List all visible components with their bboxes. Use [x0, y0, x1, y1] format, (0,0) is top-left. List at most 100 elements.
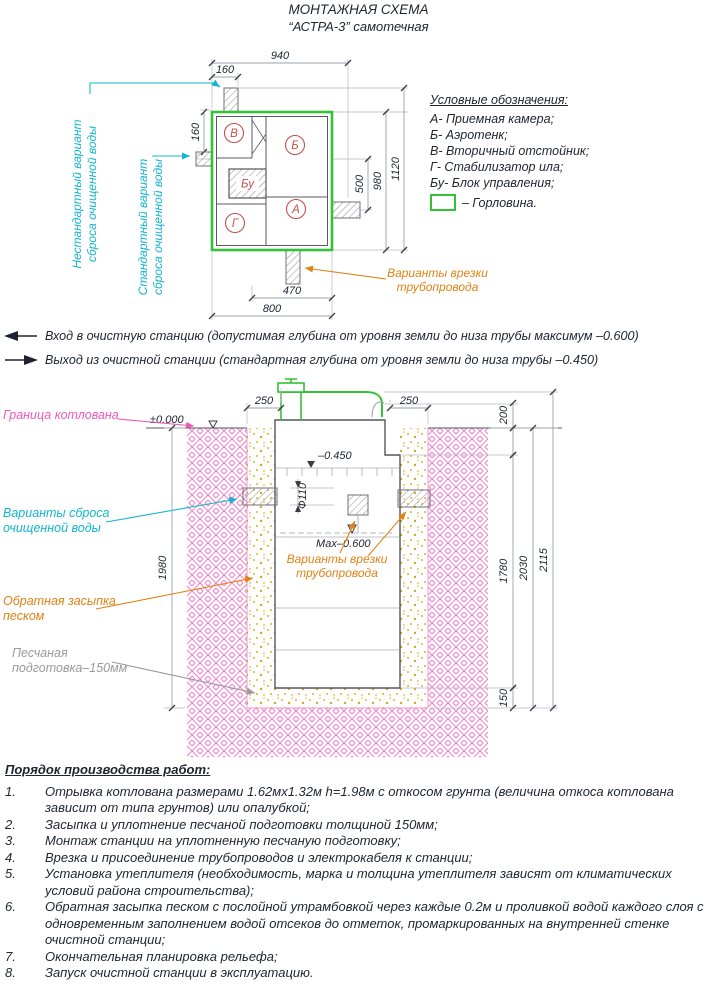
procedure-item: 4. Врезка и присоединение трубопроводов … [5, 850, 712, 867]
inlet-arrow-icon [4, 331, 37, 341]
label-plan-tap-line2: трубопровода [396, 280, 479, 294]
tap-pipe-cross-section [347, 494, 369, 516]
page-title: МОНТАЖНАЯ СХЕМА [288, 2, 429, 17]
legend-item: Бу- Блок управления; [430, 176, 555, 190]
legend-gorlovina-label: – Горловина. [462, 195, 537, 210]
legend: Условные обозначения: А- Приемная камера… [430, 92, 589, 211]
gorlovina-symbol [430, 194, 456, 211]
procedure-item-number: 8. [5, 965, 16, 980]
section-extension-lines [164, 388, 558, 709]
tank-body [274, 419, 401, 689]
inlet-pipe-section [397, 489, 431, 508]
procedure-item-number: 7. [5, 948, 16, 964]
dim-1980: 1980 [157, 555, 169, 580]
procedure-item-number: 1. [5, 783, 16, 799]
procedure-item-text: Монтаж станции на уплотненную песчаную п… [45, 833, 401, 848]
procedure-item-text: Отрывка котлована размерами 1.62мх1.32м … [45, 783, 674, 816]
dim-1780: 1780 [498, 558, 510, 583]
dim-470: 470 [283, 285, 302, 297]
legend-title: Условные обозначения: [430, 93, 568, 107]
zero-level-mark [208, 420, 218, 430]
page-subtitle: “АСТРА-3” самотечная [288, 19, 429, 34]
plan-bottom-pipe-stub [285, 249, 301, 285]
procedure-item-number: 4. [5, 849, 16, 865]
procedure-item-text: Обратная засыпка песком с послойной утра… [45, 899, 704, 947]
plan-compartment-marks: В Б Бу Г А [223, 122, 307, 234]
dim-940: 940 [271, 50, 290, 62]
leader-nonstandard-discharge [89, 79, 221, 94]
label-sandprep-line2: подготовка–150мм [12, 661, 128, 675]
outlet-note-row: Выход из очистной станции (стандартная г… [4, 353, 716, 367]
procedure-item: 6. Обратная засыпка песком с послойной у… [5, 899, 712, 949]
label-standard-line1: Стандартный вариант [136, 158, 150, 296]
compartment-circle-B [284, 134, 306, 156]
label-plan-tap-line1: Варианты врезки [387, 266, 488, 280]
label-discharge-options: Варианты сброса очищенной воды [3, 506, 110, 536]
leader-sandprep [111, 661, 256, 695]
label-nonstandard-line2: сброса очищенной воды [85, 125, 99, 263]
procedure-item-text: Врезка и присоединение трубопроводов и э… [45, 849, 473, 865]
inlet-note-text: Вход в очистную станцию (допустимая глуб… [45, 329, 639, 343]
dim-160-left: 160 [190, 122, 202, 141]
label-backfill-line1: Обратная засыпка [3, 594, 116, 608]
f110-dimension: Ф110 [290, 479, 334, 514]
label-backfill: Обратная засыпка песком [3, 594, 116, 624]
outlet-pipe-section [242, 487, 278, 506]
label-pit-boundary: Граница котлована [3, 408, 119, 422]
dim-250-right: 250 [399, 395, 419, 407]
label-discharge-line1: Варианты сброса [3, 506, 110, 520]
label-nonstandard-discharge: Нестандартный вариант сброса очищенной в… [70, 94, 100, 294]
label-discharge-line2: очищенной воды [3, 521, 101, 535]
tank-lid-green [277, 378, 383, 420]
plan-right-pipe-stub [331, 201, 361, 219]
level-450-text: –0.450 [317, 450, 353, 462]
compartment-circle-A [285, 198, 307, 220]
legend-item: А- Приемная камера; [430, 112, 555, 126]
legend-item: Б- Аэротенк; [430, 128, 508, 142]
f110-text: Ф110 [297, 482, 309, 509]
level-mark-450 [307, 461, 315, 468]
plan-view-drawing: В Б Бу Г А 940 160 160 500 980 1120 470 … [89, 50, 408, 320]
inlet-note-row: Вход в очистную станцию (допустимая глуб… [4, 329, 716, 343]
procedure-item-text: Окончательная планировка рельефа; [45, 948, 278, 964]
plan-dimension-lines [200, 59, 408, 320]
section-pipes [242, 487, 431, 516]
plan-control-unit-box [228, 168, 267, 199]
section-dimension-lines [168, 388, 557, 712]
compartment-letter-B: Б [291, 140, 299, 152]
procedure-item: 2. Засыпка и уплотнение песчаной подгото… [5, 817, 712, 834]
label-sand-preparation: Песчаная подготовка–150мм [12, 646, 127, 676]
label-standard-line2: сброса очищенной воды [151, 158, 165, 296]
procedure-item: 3. Монтаж станции на уплотненную песчану… [5, 833, 712, 850]
leader-pit-boundary [117, 418, 195, 429]
compartment-circle-G [224, 212, 246, 234]
dim-2030: 2030 [518, 555, 530, 581]
dim-980: 980 [372, 171, 384, 190]
procedure-title: Порядок производства работ: [5, 762, 211, 777]
outlet-arrow-icon [5, 355, 38, 365]
procedure-item-number: 5. [5, 866, 16, 881]
compartment-letter-V: В [230, 128, 238, 140]
compartment-letter-G: Г [232, 218, 239, 230]
label-sandprep-line1: Песчаная [12, 646, 68, 660]
plan-top-pipe-stub [223, 87, 239, 113]
compartment-letter-A: А [291, 204, 300, 216]
procedure-item-number: 3. [5, 833, 16, 848]
dim-160-top: 160 [216, 64, 235, 76]
label-nonstandard-line1: Нестандартный вариант [70, 119, 84, 269]
plan-left-pipe-stub [195, 151, 213, 167]
plan-leaders [89, 79, 387, 280]
dim-200: 200 [498, 405, 510, 425]
procedure-item-number: 6. [5, 899, 16, 914]
lid-hook-detail [371, 401, 385, 418]
dim-150: 150 [498, 688, 510, 707]
label-standard-discharge: Стандартный вариант сброса очищенной вод… [136, 152, 166, 302]
label-plan-tap: Варианты врезки трубопровода [375, 266, 500, 294]
legend-gorlovina-row: – Горловина. [430, 194, 589, 211]
procedure-item: 1. Отрывка котлована размерами 1.62мх1.3… [5, 784, 712, 817]
tank-internals [276, 467, 399, 651]
procedure-section: Порядок производства работ: 1. Отрывка к… [5, 762, 712, 982]
label-backfill-line2: песком [3, 609, 45, 623]
dim-1120: 1120 [390, 156, 402, 181]
